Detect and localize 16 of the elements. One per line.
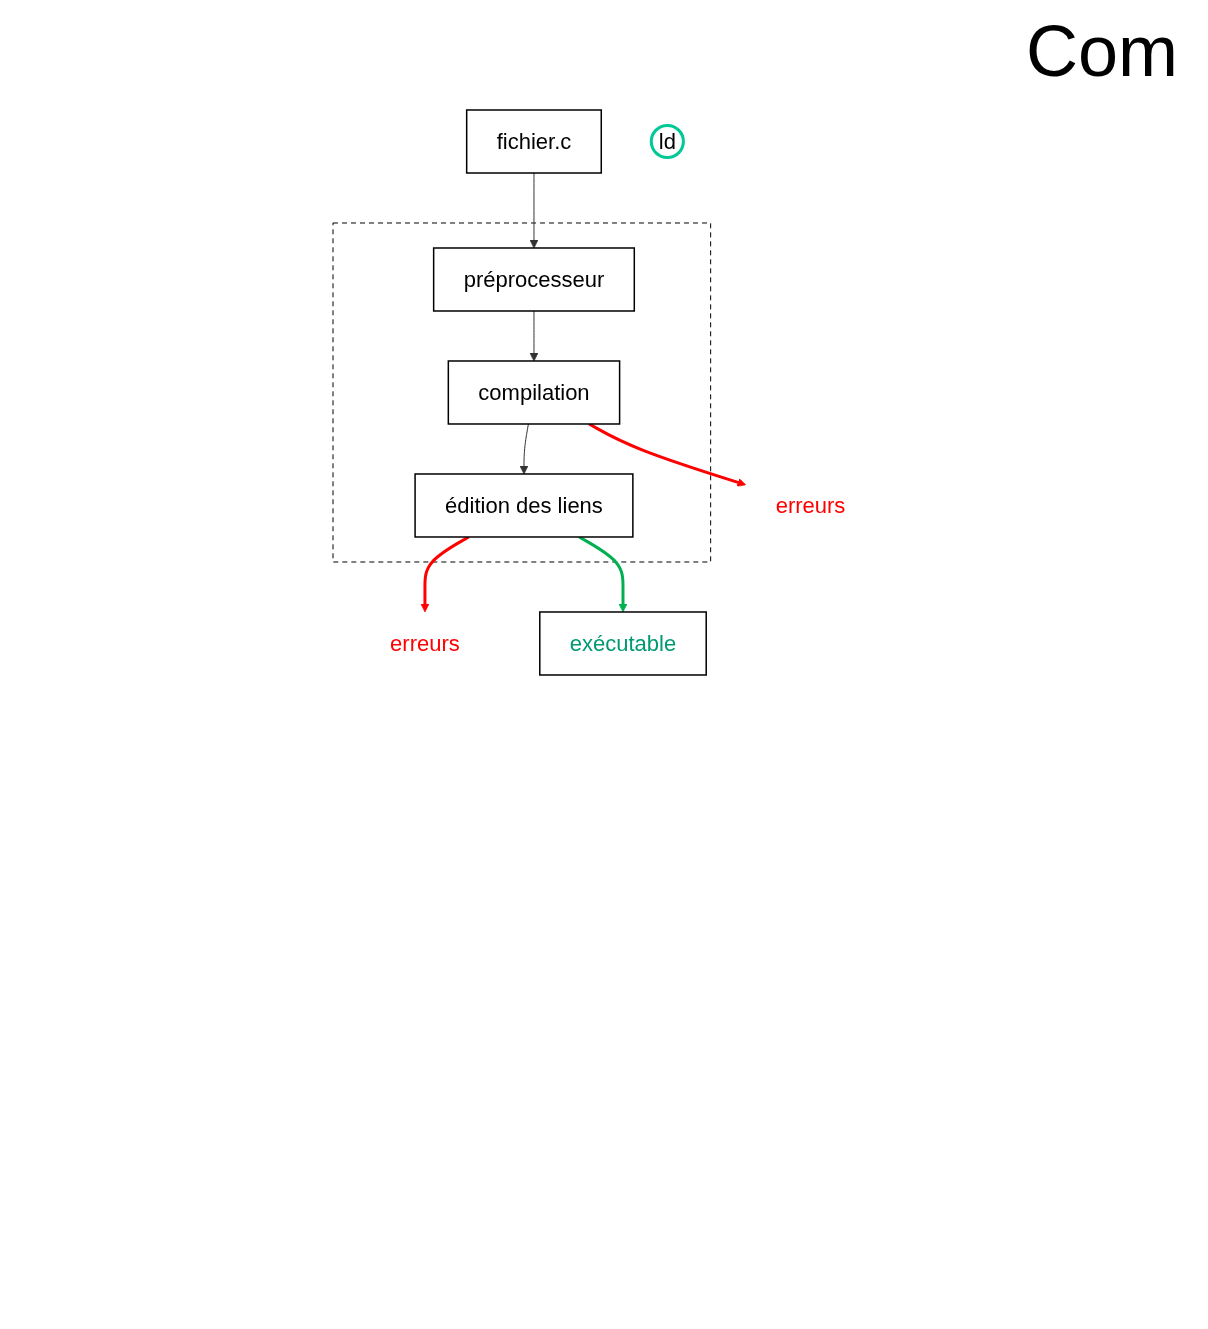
arrow [519, 423, 529, 475]
node-box: compilation [447, 360, 621, 425]
node-circle: ld [649, 123, 685, 160]
node-box: exécutable [538, 611, 707, 676]
arrow [578, 535, 628, 613]
arrow [420, 535, 470, 613]
arrow [529, 310, 539, 362]
node-text: erreurs [775, 492, 846, 518]
arrow [588, 422, 746, 487]
node-box: édition des liens [414, 473, 634, 538]
node-text: erreurs [389, 630, 460, 656]
node-box: fichier.c [465, 109, 602, 174]
node-box: préprocesseur [432, 247, 635, 312]
arrow [529, 172, 539, 249]
title: Com [1025, 10, 1179, 93]
cluster [332, 222, 711, 563]
